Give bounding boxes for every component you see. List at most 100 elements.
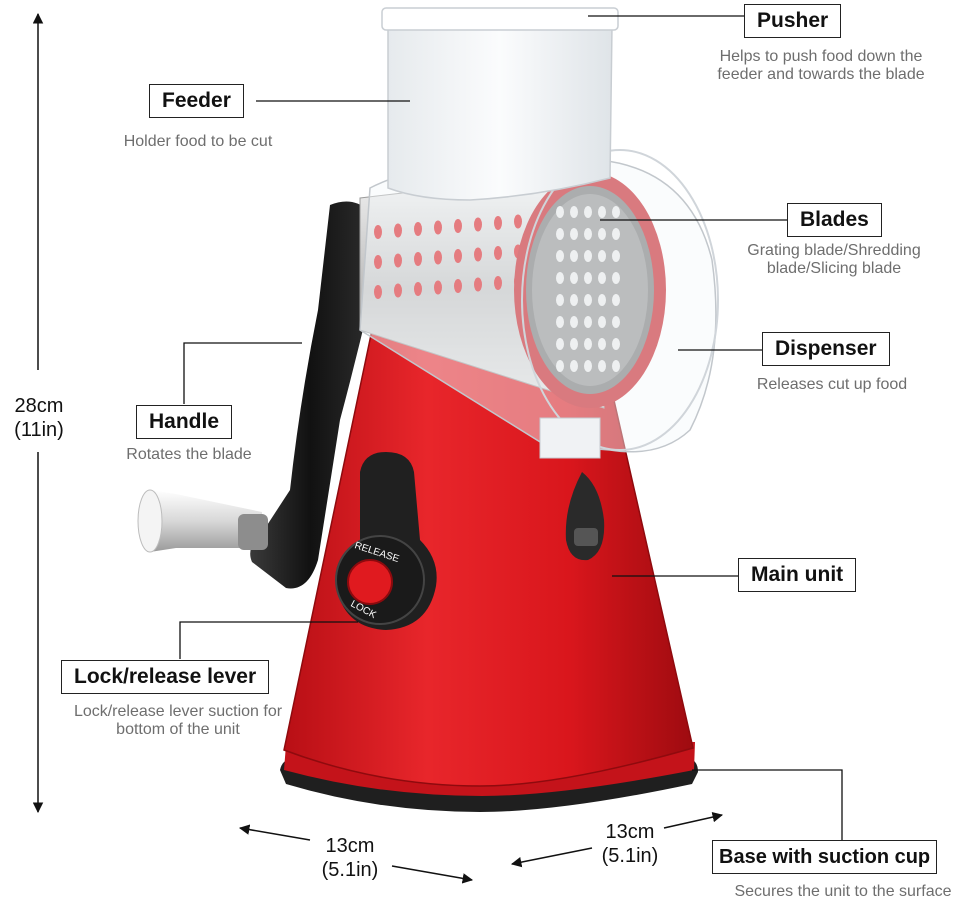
base-label: Base with suction cup — [712, 840, 938, 874]
blade-hole — [454, 279, 462, 293]
dispenser-desc-line1: Releases cut up food — [756, 376, 908, 393]
front-blade-hole — [598, 316, 606, 328]
blades-label: Blades — [787, 203, 882, 237]
pusher-part — [381, 7, 619, 31]
pusher-desc: Helps to push food down the feeder and t… — [700, 48, 942, 84]
blade-hole — [514, 214, 522, 229]
blades-desc-line1: Grating blade/Shredding — [747, 242, 921, 259]
crank-handle — [137, 201, 370, 589]
front-blade-hole — [598, 338, 606, 350]
front-blade-hole — [584, 228, 592, 240]
front-blade-hole — [598, 272, 606, 284]
base-desc-line1: Secures the unit to the surface — [734, 883, 952, 900]
front-blade-hole — [612, 272, 620, 284]
side-release-button — [565, 472, 605, 561]
front-blade-hole — [584, 316, 592, 328]
front-blade-hole — [612, 250, 620, 262]
front-blade-hole — [612, 206, 620, 218]
lock-release-label: Lock/release lever — [61, 660, 270, 694]
front-blade-holes — [556, 206, 620, 372]
front-blade-hole — [612, 228, 620, 240]
blade-hole — [454, 249, 462, 263]
front-blade-hole — [570, 206, 578, 218]
front-blade-hole — [556, 316, 564, 328]
front-blade-hole — [556, 338, 564, 350]
front-blade-hole — [556, 206, 564, 218]
main-unit-label: Main unit — [738, 558, 857, 592]
feeder-desc: Holder food to be cut — [108, 133, 288, 151]
front-blade-hole — [584, 338, 592, 350]
blade-hole — [474, 247, 482, 262]
lock-desc-line1: Lock/release lever suction for — [73, 703, 283, 720]
front-blade-hole — [556, 250, 564, 262]
front-blade-hole — [570, 360, 578, 372]
pusher-desc-line2: feeder and towards the blade — [717, 66, 925, 83]
blade-hole — [474, 217, 482, 232]
front-blade-hole — [570, 228, 578, 240]
blades-desc-line2: blade/Slicing blade — [766, 260, 902, 277]
blade-drum — [359, 169, 666, 409]
blade-hole — [414, 222, 422, 236]
front-blade-hole — [584, 272, 592, 284]
width-right-in: (5.1in) — [601, 845, 659, 867]
width-left-arrow-a — [238, 824, 311, 841]
width-left-in: (5.1in) — [321, 859, 379, 881]
front-blade-hole — [584, 206, 592, 218]
dimension-arrows — [32, 12, 724, 884]
blade-hole — [374, 225, 382, 239]
blade-hole — [454, 219, 462, 233]
blade-hole — [414, 252, 422, 266]
height-cm: 28cm — [14, 395, 64, 417]
front-blade-hole — [570, 294, 578, 306]
front-blade-hole — [598, 206, 606, 218]
front-blade-hole — [598, 250, 606, 262]
front-blade-hole — [556, 294, 564, 306]
lock-desc-line2: bottom of the unit — [116, 721, 240, 738]
handle-label: Handle — [136, 405, 233, 439]
front-blade-hole — [584, 294, 592, 306]
front-blade-hole — [570, 250, 578, 262]
front-blade-hole — [612, 360, 620, 372]
width-right-cm: 13cm — [605, 821, 655, 843]
base-desc: Secures the unit to the surface — [716, 883, 970, 901]
feeder-part — [387, 25, 613, 201]
blade-hole — [434, 280, 442, 295]
blade-hole — [494, 216, 502, 230]
handle-desc: Rotates the blade — [114, 446, 264, 464]
blade-hole — [394, 283, 402, 298]
blade-hole — [394, 223, 402, 238]
feeder-desc-line1: Holder food to be cut — [123, 133, 273, 150]
front-blade-hole — [598, 360, 606, 372]
front-blade-hole — [584, 360, 592, 372]
front-blade-hole — [570, 272, 578, 284]
width-left-arrow-b — [391, 865, 474, 884]
dispenser-label: Dispenser — [762, 332, 890, 366]
front-blade-hole — [556, 228, 564, 240]
dispenser-cover — [359, 149, 719, 459]
width-right-arrow-b — [663, 811, 724, 829]
front-blade-hole — [612, 316, 620, 328]
lock-release-lever: RELEASE LOCK — [335, 452, 437, 630]
lock-leader — [179, 621, 358, 659]
width-right-dimension: 13cm (5.1in) — [592, 820, 668, 868]
leader-lines — [179, 15, 843, 840]
height-in: (11in) — [14, 419, 64, 441]
front-blade-hole — [598, 228, 606, 240]
blades-desc: Grating blade/Shredding blade/Slicing bl… — [730, 242, 938, 278]
base-leader — [692, 769, 843, 840]
front-blade-hole — [570, 338, 578, 350]
front-blade-hole — [556, 272, 564, 284]
front-blade-hole — [570, 316, 578, 328]
width-right-arrow-a — [510, 847, 593, 868]
height-dimension: 28cm (11in) — [4, 394, 74, 442]
front-blade-hole — [612, 338, 620, 350]
blade-hole — [374, 255, 382, 269]
blade-hole — [434, 250, 442, 265]
feeder-label: Feeder — [149, 84, 244, 118]
blade-hole — [434, 220, 442, 235]
blade-hole — [374, 285, 382, 299]
blade-hole — [394, 253, 402, 268]
front-blade-hole — [612, 294, 620, 306]
